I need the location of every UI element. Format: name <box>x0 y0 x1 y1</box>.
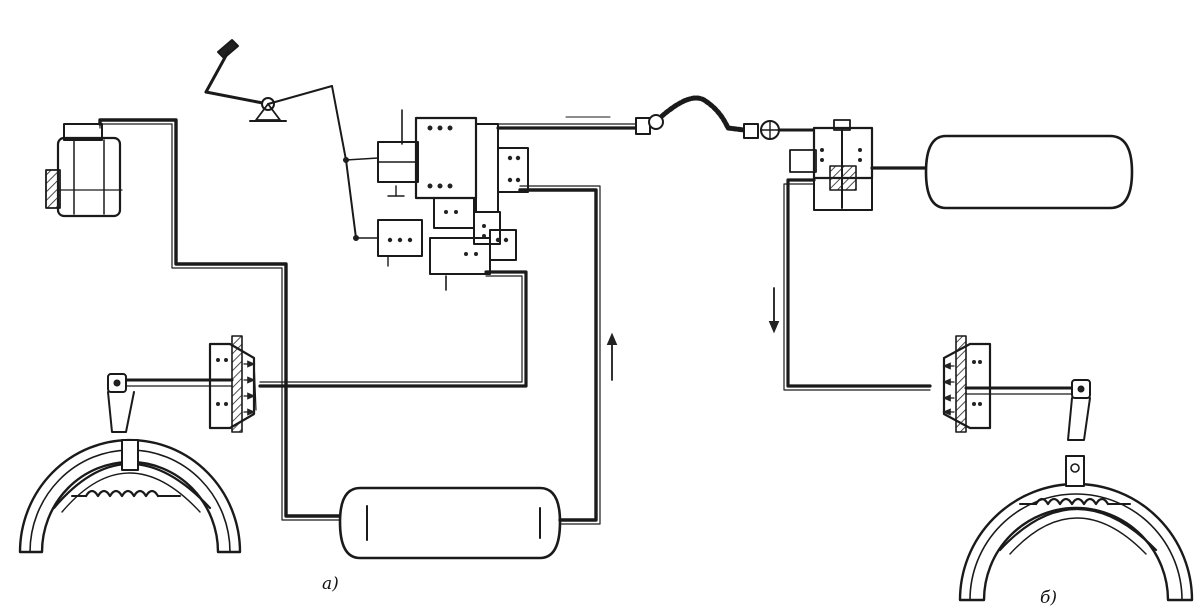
air-receiver-right <box>924 134 1134 210</box>
label-b: б) <box>1040 588 1058 608</box>
compressor <box>45 123 123 218</box>
pipe-valve-to-chamber-left <box>258 270 528 388</box>
trailer-brake-valve <box>789 119 874 211</box>
brake-shoe-right <box>958 455 1194 602</box>
flexible-hose <box>659 95 747 133</box>
pipe-receiver-to-valve <box>518 188 598 522</box>
label-a: а) <box>322 574 339 594</box>
coupling-head-right <box>743 120 780 140</box>
air-receiver-left <box>338 486 562 560</box>
brake-valve-assembly <box>377 109 529 291</box>
brake-chamber-right <box>942 335 992 433</box>
brake-pedal <box>204 39 379 241</box>
pipe-compressor-to-receiver <box>98 118 348 518</box>
coupling-head-left <box>635 114 664 135</box>
brake-shoe-left <box>18 438 242 554</box>
slack-adjuster-left <box>107 373 234 433</box>
slack-adjuster-right <box>964 379 1091 441</box>
pipe-valve-to-chamber-right <box>786 178 932 388</box>
brake-chamber-left <box>208 335 257 433</box>
